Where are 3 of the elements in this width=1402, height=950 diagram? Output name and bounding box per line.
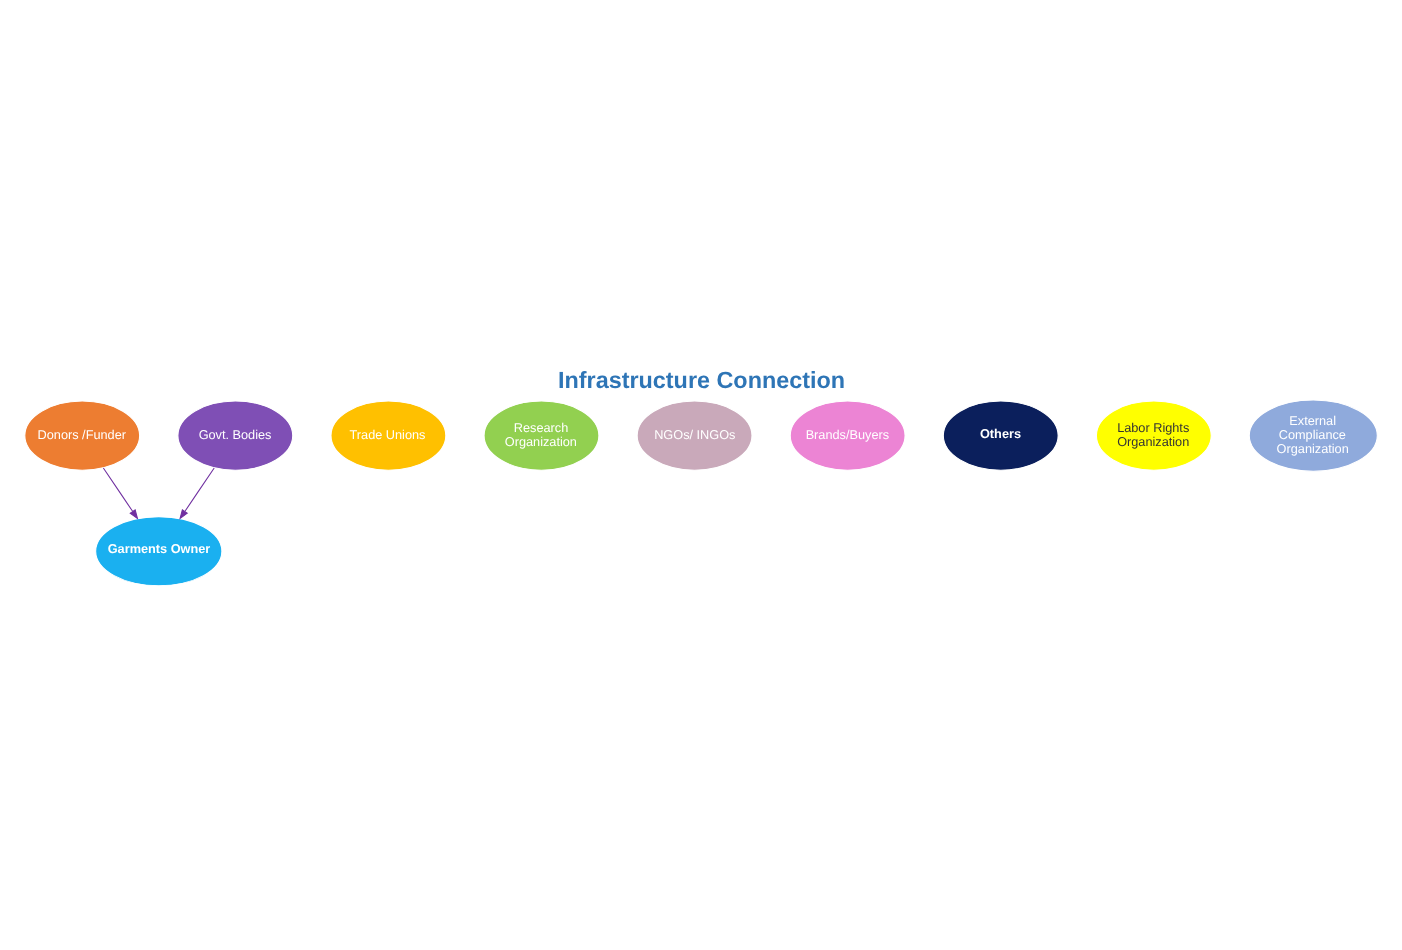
arrow [179,466,215,519]
diagram-title: Infrastructure Connection [558,367,846,394]
arrow [102,466,139,519]
